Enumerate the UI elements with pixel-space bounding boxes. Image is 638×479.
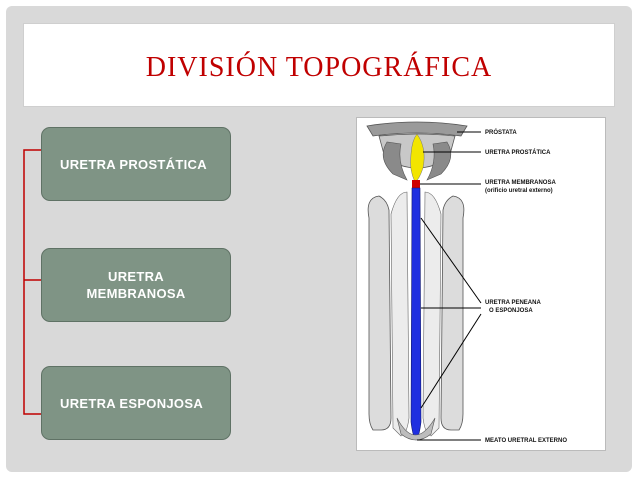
box-uretra-membranosa: URETRA MEMBRANOSA [42, 249, 230, 321]
box-uretra-esponjosa: URETRA ESPONJOSA [42, 367, 230, 439]
grouping-bracket [23, 149, 42, 415]
box-label: URETRA ESPONJOSA [60, 395, 204, 411]
urethra-anatomy-illustration: PRÓSTATA URETRA PROSTÁTICA URETRA MEMBRA… [366, 121, 567, 444]
box-uretra-prostatica: URETRA PROSTÁTICA [42, 128, 230, 200]
label-meato: MEATO URETRAL EXTERNO [485, 438, 567, 444]
prostate-shape [366, 121, 468, 137]
spongy-urethra [410, 187, 422, 441]
label-uretra-membranosa: URETRA MEMBRANOSA [485, 180, 556, 186]
slide-title: DIVISIÓN TOPOGRÁFICA [145, 52, 493, 83]
label-orificio: (orificio uretral externo) [485, 188, 553, 194]
label-uretra-peneana: URETRA PENEANA [485, 300, 541, 306]
urethra-anatomy-figure: PRÓSTATA URETRA PROSTÁTICA URETRA MEMBRA… [357, 118, 605, 450]
membranous-urethra [412, 180, 420, 188]
box-label: URETRA PROSTÁTICA [60, 156, 207, 172]
title-box: DIVISIÓN TOPOGRÁFICA [24, 24, 614, 106]
box-label: URETRA MEMBRANOSA [86, 269, 186, 301]
label-esponjosa: O ESPONJOSA [489, 308, 533, 314]
label-prostata: PRÓSTATA [485, 128, 517, 136]
label-uretra-prostatica: URETRA PROSTÁTICA [485, 149, 551, 156]
